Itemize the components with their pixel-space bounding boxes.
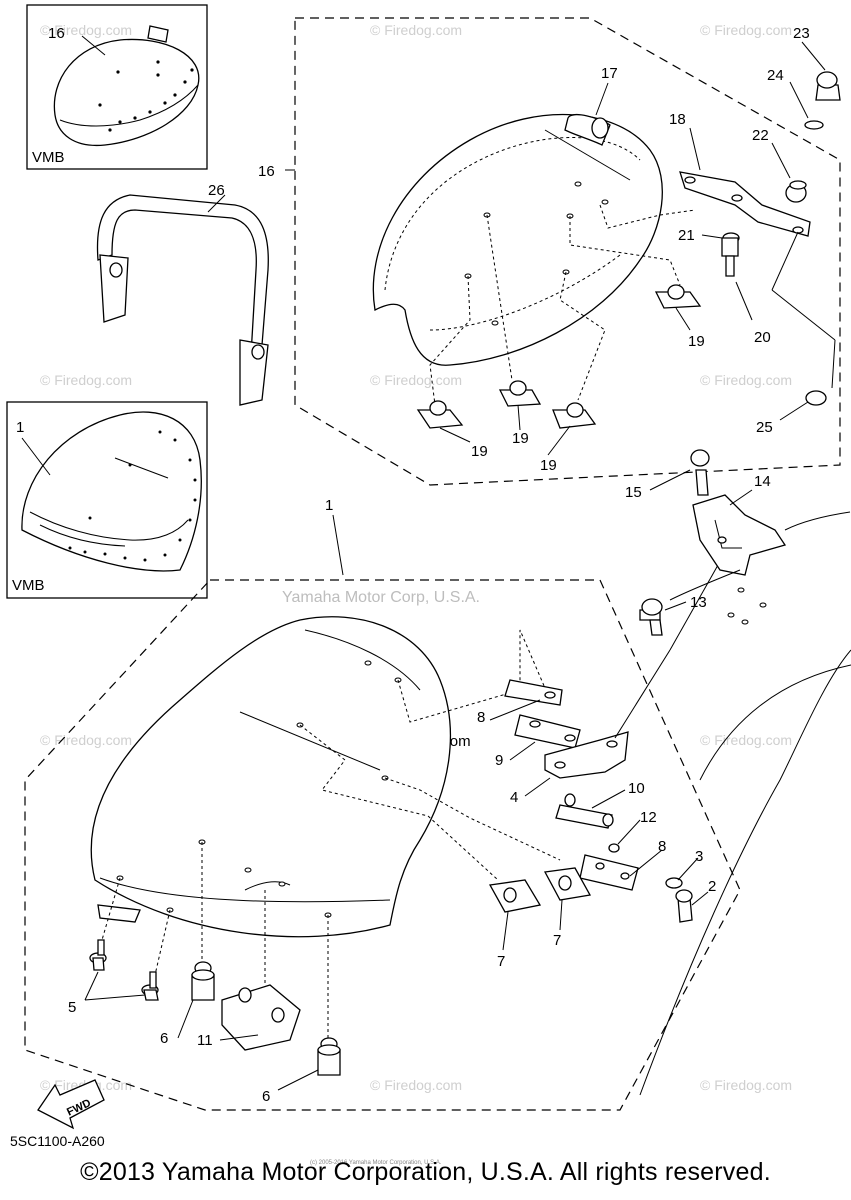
- callout-1: 1: [325, 497, 333, 514]
- callout-2: 2: [708, 878, 716, 895]
- watermark-owner: Yamaha Motor Corp, U.S.A.: [282, 589, 480, 606]
- callout-7-b: 7: [553, 932, 561, 949]
- inset-label: VMB: [12, 577, 45, 594]
- watermark: © Firedog.com: [40, 22, 132, 38]
- front-seat-mounts: [89, 939, 341, 1076]
- callout-13: 13: [690, 594, 707, 611]
- backrest-26: [96, 194, 269, 406]
- inset-label: VMB: [32, 149, 65, 166]
- rear-bracket-hardware: [679, 71, 841, 406]
- rear-seat-boundary: [294, 17, 841, 486]
- watermark: © Firedog.com: [700, 732, 792, 748]
- watermark: © Firedog.com: [700, 22, 792, 38]
- callout-7-a: 7: [497, 953, 505, 970]
- callout-9: 9: [495, 752, 503, 769]
- callout-19-d: 19: [540, 457, 557, 474]
- callout-5: 5: [68, 999, 76, 1016]
- callout-17: 17: [601, 65, 618, 82]
- callout-23: 23: [793, 25, 810, 42]
- callout-6-b: 6: [262, 1088, 270, 1105]
- watermark: © Firedog.com: [370, 372, 462, 388]
- watermark: © Firedog.com: [370, 22, 462, 38]
- callout-3: 3: [695, 848, 703, 865]
- front-seat: [90, 616, 561, 1040]
- watermark: © Firedog.com: [700, 1077, 792, 1093]
- front-clips: [488, 867, 592, 913]
- callout-18: 18: [669, 111, 686, 128]
- rear-clips: [416, 284, 702, 429]
- callout-16-inset: 16: [48, 25, 65, 42]
- callout-11: 11: [197, 1032, 213, 1049]
- callout-25: 25: [756, 419, 773, 436]
- leader-lines: [84, 41, 826, 1091]
- tiny-copyright: (c) 2005-2016 Yamaha Motor Corporation, …: [310, 1160, 442, 1166]
- callout-10: 10: [628, 780, 645, 797]
- callout-12: 12: [640, 809, 657, 826]
- callout-16: 16: [258, 163, 275, 180]
- callout-1-inset: 1: [16, 419, 24, 436]
- rear-seat: [372, 113, 696, 406]
- callout-26: 26: [208, 182, 225, 199]
- callout-19-b: 19: [471, 443, 488, 460]
- callout-6-a: 6: [160, 1030, 168, 1047]
- callouts: 16 1 23 24 22 17 18 16 21 20 19 19 19 19…: [16, 25, 810, 1105]
- inset-front-seat: VMB: [6, 401, 208, 599]
- callout-4: 4: [510, 789, 518, 806]
- watermark: © Firedog.com: [40, 732, 132, 748]
- front-seat-hardware: [504, 564, 719, 923]
- front-bracket-14: [639, 449, 851, 1096]
- inset-rear-seat: VMB: [26, 4, 208, 170]
- callout-20: 20: [754, 329, 771, 346]
- callout-24: 24: [767, 67, 784, 84]
- callout-8-b: 8: [658, 838, 666, 855]
- callout-14: 14: [754, 473, 771, 490]
- callout-15: 15: [625, 484, 642, 501]
- copyright-footer: ©2013 Yamaha Motor Corporation, U.S.A. A…: [80, 1158, 771, 1186]
- callout-19-a: 19: [688, 333, 705, 350]
- watermark: © Firedog.com: [40, 372, 132, 388]
- callout-22: 22: [752, 127, 769, 144]
- diagram-part-code: 5SC1100-A260: [10, 1133, 105, 1149]
- watermark: © Firedog.com: [700, 372, 792, 388]
- callout-19-c: 19: [512, 430, 529, 447]
- callout-21: 21: [678, 227, 695, 244]
- watermark: © Firedog.com: [370, 1077, 462, 1093]
- front-seat-boundary: [24, 579, 741, 1111]
- callout-8-a: 8: [477, 709, 485, 726]
